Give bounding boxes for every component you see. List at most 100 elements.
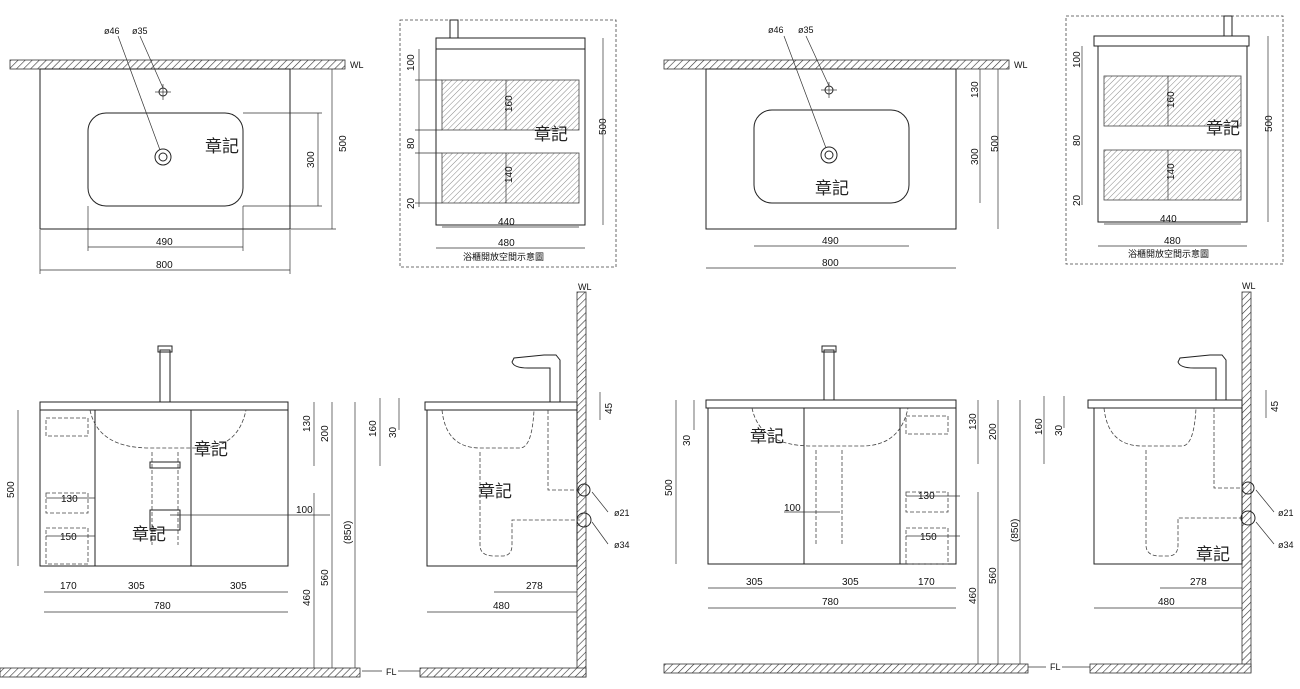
svg-text:ø21: ø21 <box>614 508 630 518</box>
front-elevation-right: 章記 500 30 130 150 100 305 305 170 780 13… <box>663 345 1090 674</box>
label-phi35: ø35 <box>132 26 148 36</box>
svg-text:130: 130 <box>968 413 979 430</box>
svg-text:300: 300 <box>970 148 981 165</box>
dim-300: 300 <box>306 151 317 168</box>
svg-text:45: 45 <box>604 402 615 414</box>
leader-phi35 <box>139 35 164 89</box>
svg-text:100: 100 <box>296 505 313 516</box>
svg-text:170: 170 <box>60 581 77 592</box>
svg-text:ø46: ø46 <box>768 25 784 35</box>
svg-text:140: 140 <box>1166 163 1177 180</box>
dim-500: 500 <box>338 135 349 152</box>
svg-text:WL: WL <box>1242 281 1256 291</box>
svg-text:440: 440 <box>1160 214 1177 225</box>
svg-text:130: 130 <box>970 81 981 98</box>
svg-text:30: 30 <box>388 426 399 438</box>
svg-text:ø35: ø35 <box>798 25 814 35</box>
svg-text:80: 80 <box>1072 134 1083 146</box>
svg-text:45: 45 <box>1270 400 1281 412</box>
svg-text:305: 305 <box>842 577 859 588</box>
drain-inner <box>158 152 168 162</box>
svg-text:800: 800 <box>822 258 839 269</box>
svg-text:460: 460 <box>968 587 979 604</box>
svg-text:FL: FL <box>1050 662 1061 672</box>
svg-text:500: 500 <box>6 481 17 498</box>
svg-text:200: 200 <box>988 423 999 440</box>
label-phi46: ø46 <box>104 26 120 36</box>
svg-text:500: 500 <box>664 479 675 496</box>
svg-text:490: 490 <box>822 236 839 247</box>
svg-text:160: 160 <box>1166 91 1177 108</box>
svg-text:278: 278 <box>526 581 543 592</box>
leader-phi46 <box>117 35 161 151</box>
svg-text:560: 560 <box>988 567 999 584</box>
cabinet-space-right: 160 140 100 80 20 500 440 480 章記 浴櫃開放空間示… <box>1065 15 1284 265</box>
svg-text:500: 500 <box>598 118 609 135</box>
svg-text:160: 160 <box>504 95 515 112</box>
svg-text:480: 480 <box>1158 597 1175 608</box>
front-elevation-left: 章記 章記 500 130 150 100 170 305 305 780 13… <box>0 345 420 678</box>
drain-hole <box>154 148 172 166</box>
svg-text:FL: FL <box>386 667 397 677</box>
svg-text:170: 170 <box>918 577 935 588</box>
svg-text:480: 480 <box>493 601 510 612</box>
svg-text:浴櫃開放空間示意圖: 浴櫃開放空間示意圖 <box>1128 248 1209 259</box>
svg-text:WL: WL <box>578 282 592 292</box>
svg-text:章記: 章記 <box>1206 119 1240 138</box>
svg-text:780: 780 <box>822 597 839 608</box>
side-elevation-right: WL 章記 ø21 ø34 160 30 45 278 480 <box>1034 281 1294 674</box>
svg-text:160: 160 <box>1034 418 1045 435</box>
wall-hatch <box>9 59 346 70</box>
drawer-lower <box>441 152 580 204</box>
svg-text:305: 305 <box>230 581 247 592</box>
basin-outline <box>87 112 244 207</box>
svg-text:章記: 章記 <box>750 427 784 446</box>
svg-text:500: 500 <box>1264 115 1275 132</box>
svg-text:章記: 章記 <box>132 525 166 544</box>
floor-hatch <box>0 667 361 678</box>
svg-text:80: 80 <box>406 137 417 149</box>
svg-text:500: 500 <box>990 135 1001 152</box>
svg-text:480: 480 <box>1164 236 1181 247</box>
svg-text:章記: 章記 <box>478 482 512 501</box>
svg-text:780: 780 <box>154 601 171 612</box>
svg-text:305: 305 <box>128 581 145 592</box>
svg-text:章記: 章記 <box>534 125 568 144</box>
svg-text:章記: 章記 <box>1196 545 1230 564</box>
svg-text:ø21: ø21 <box>1278 508 1294 518</box>
dim-490: 490 <box>156 237 173 248</box>
svg-text:460: 460 <box>302 589 313 606</box>
svg-text:(850): (850) <box>343 521 354 544</box>
svg-text:20: 20 <box>1072 194 1083 206</box>
cabinet-space-left: 160 140 100 80 20 500 440 480 章記 浴櫃開放空間示… <box>399 19 617 268</box>
svg-text:100: 100 <box>784 503 801 514</box>
caption: 浴櫃開放空間示意圖 <box>463 251 544 262</box>
svg-text:100: 100 <box>406 54 417 71</box>
svg-text:ø34: ø34 <box>614 540 630 550</box>
svg-text:20: 20 <box>406 197 417 209</box>
svg-text:140: 140 <box>504 166 515 183</box>
svg-text:160: 160 <box>368 420 379 437</box>
svg-text:480: 480 <box>498 238 515 249</box>
wl-label: WL <box>350 60 364 70</box>
plan-view-right: WL ø46 ø35 章記 800 490 130 300 500 <box>663 25 1028 269</box>
svg-text:130: 130 <box>918 491 935 502</box>
stamp: 章記 <box>205 137 239 156</box>
svg-text:30: 30 <box>1054 424 1065 436</box>
svg-text:章記: 章記 <box>815 179 849 198</box>
drawer-upper <box>441 79 580 131</box>
svg-text:100: 100 <box>1072 51 1083 68</box>
svg-text:150: 150 <box>920 532 937 543</box>
svg-text:440: 440 <box>498 217 515 228</box>
svg-text:(850): (850) <box>1010 519 1021 542</box>
svg-text:ø34: ø34 <box>1278 540 1294 550</box>
svg-text:30: 30 <box>682 434 693 446</box>
svg-text:章記: 章記 <box>194 440 228 459</box>
svg-text:560: 560 <box>320 569 331 586</box>
svg-text:278: 278 <box>1190 577 1207 588</box>
dim-800: 800 <box>156 260 173 271</box>
svg-text:200: 200 <box>320 425 331 442</box>
svg-text:150: 150 <box>60 532 77 543</box>
svg-text:WL: WL <box>1014 60 1028 70</box>
